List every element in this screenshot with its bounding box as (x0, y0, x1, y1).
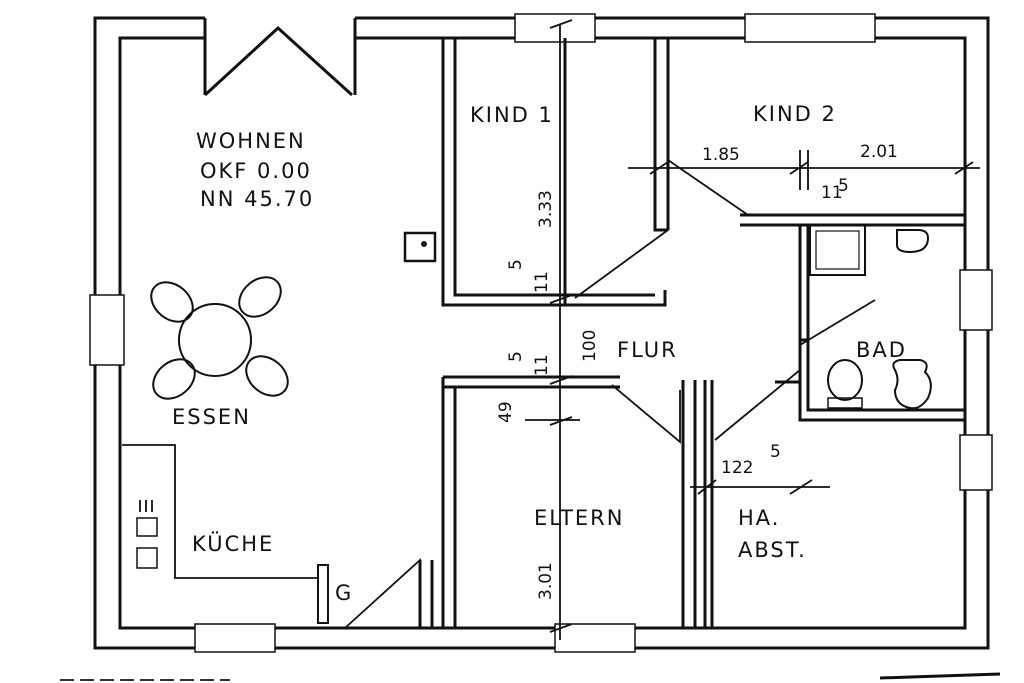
dim-wall-b2: 11 (532, 354, 552, 376)
room-label-kind1: KIND 1 (470, 103, 554, 127)
room-label-essen: ESSEN (172, 405, 251, 429)
dim-ha-width-sup: 5 (770, 442, 781, 462)
dim-kind2-small: 11 (821, 183, 843, 203)
dim-ha-width: 122 (721, 458, 753, 478)
room-label-eltern: ELTERN (534, 506, 624, 530)
door-swings (344, 159, 876, 629)
dim-flur-width: 100 (580, 330, 600, 362)
room-label-kueche: KÜCHE (192, 531, 274, 556)
shower-tray (809, 224, 866, 276)
chair (238, 276, 282, 318)
scan-artifacts (60, 672, 1001, 681)
room-label-bad: BAD (856, 338, 907, 362)
chimney-symbol (403, 231, 437, 263)
dining-set (150, 276, 289, 400)
dim-kind2-small-sup: 5 (838, 176, 849, 196)
room-label-flur: FLUR (617, 338, 678, 362)
bathroom-fixtures (809, 224, 932, 410)
terrace-door-symbol (203, 18, 357, 97)
dim-wall-a2: 11 (532, 271, 552, 293)
label-g: G (335, 581, 353, 605)
dim-wall-a: 5 (506, 259, 526, 270)
dim-kind2-right: 2.01 (860, 142, 898, 162)
sink-icon (892, 359, 932, 410)
stove-burner (136, 547, 158, 569)
level-okf: OKF 0.00 (200, 159, 312, 183)
kitchen-counter (122, 444, 329, 624)
toilet-icon (827, 359, 863, 401)
dim-kind2-left: 1.85 (702, 145, 740, 165)
dim-eltern-height: 3.01 (536, 562, 556, 600)
dim-wall-b: 5 (506, 351, 526, 362)
dim-kind1-height: 3.33 (536, 190, 556, 228)
chair (245, 355, 289, 397)
dim-eltern-offset: 49 (496, 401, 516, 423)
chair (152, 358, 196, 400)
level-nn: NN 45.70 (200, 187, 314, 211)
room-label-wohnen: WOHNEN (196, 129, 306, 153)
toilet-icon (896, 229, 930, 254)
windows (89, 13, 993, 653)
stove-burner (136, 517, 158, 537)
room-label-ha: HA. (738, 506, 780, 530)
dimension-lines (525, 19, 980, 640)
interior-walls (418, 38, 965, 628)
chair (150, 281, 194, 323)
room-label-kind2: KIND 2 (753, 102, 837, 126)
room-label-abst: ABST. (738, 538, 807, 562)
dining-table (178, 303, 252, 377)
